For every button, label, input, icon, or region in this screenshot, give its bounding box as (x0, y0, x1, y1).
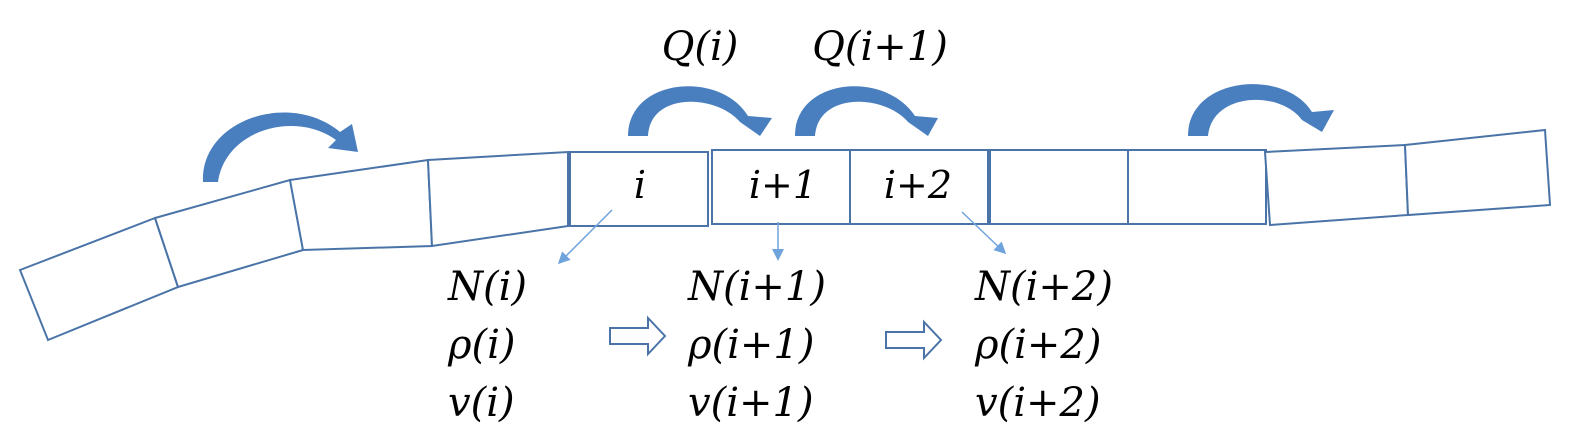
state-column-i: N(i) ρ(i) v(i) (447, 264, 527, 426)
curved-arrow-icon (202, 112, 358, 182)
density-label: ρ(i+2) (974, 322, 1101, 368)
count-label: N(i) (447, 264, 527, 310)
pointer-arrow-icon (557, 209, 613, 265)
cell (18, 216, 180, 342)
cell (1263, 143, 1410, 227)
state-column-i-plus-1: N(i+1) ρ(i+1) v(i+1) (687, 264, 826, 426)
cell (153, 178, 305, 289)
flow-label-q-i-plus-1: Q(i+1) (812, 24, 948, 70)
curved-arrow-icon (1188, 84, 1334, 136)
flow-label-q-i: Q(i) (662, 24, 739, 70)
road-cells (18, 128, 1552, 342)
flow-arrows (202, 84, 1334, 182)
curved-arrow-icon (795, 86, 938, 136)
cell-label: i+2 (884, 163, 952, 207)
cell (288, 158, 434, 252)
density-label: ρ(i+1) (687, 322, 814, 368)
cell-i-plus-2 (849, 149, 989, 225)
density-label: ρ(i) (447, 322, 516, 368)
speed-label: v(i+2) (975, 380, 1101, 426)
pointer-arrow-icon (961, 211, 1007, 255)
cell-label: i+1 (749, 163, 817, 207)
cell (426, 150, 569, 248)
cell-i (569, 151, 709, 227)
curved-arrow-icon (628, 86, 772, 136)
count-label: N(i+1) (687, 264, 826, 310)
hollow-arrow-icon (609, 315, 667, 357)
hollow-arrow-icon (885, 319, 943, 361)
speed-label: v(i+1) (688, 380, 814, 426)
count-label: N(i+2) (974, 264, 1113, 310)
cell (989, 149, 1129, 225)
speed-label: v(i) (448, 380, 515, 426)
cell (1403, 128, 1552, 217)
cell (1127, 149, 1267, 225)
cell-label: i (634, 163, 646, 207)
state-column-i-plus-2: N(i+2) ρ(i+2) v(i+2) (974, 264, 1113, 426)
